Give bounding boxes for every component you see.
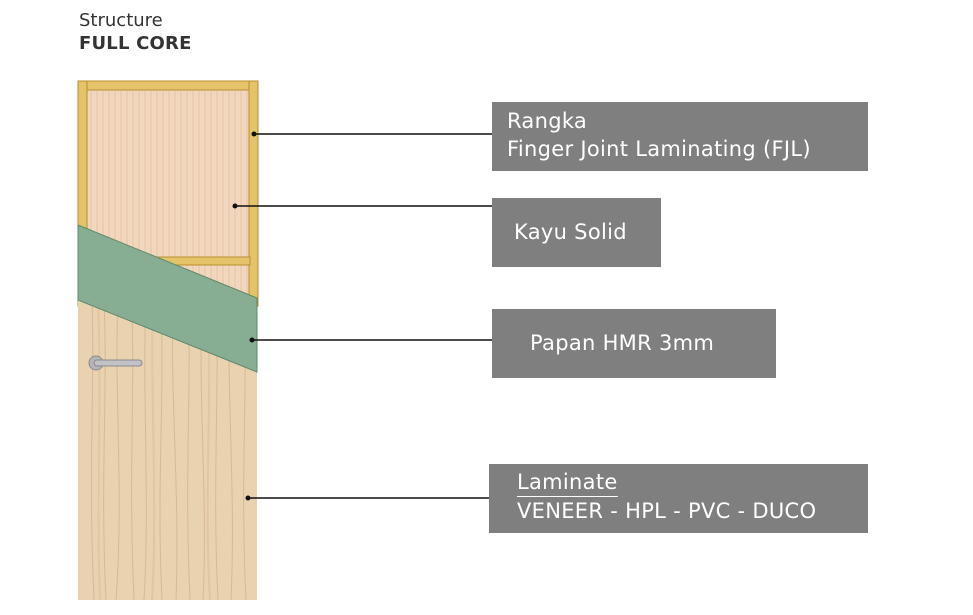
leader-dots — [232, 131, 257, 501]
label-papan-hmr: Papan HMR 3mm — [492, 309, 776, 378]
label-laminate: Laminate VENEER - HPL - PVC - DUCO — [489, 464, 868, 533]
label-laminate-title: Laminate — [517, 468, 618, 497]
label-laminate-options: VENEER - HPL - PVC - DUCO — [517, 499, 817, 523]
heading-title: FULL CORE — [79, 33, 192, 54]
label-kayu-solid-text: Kayu Solid — [514, 220, 627, 244]
label-kayu-solid: Kayu Solid — [492, 198, 661, 267]
label-rangka-title: Rangka — [507, 109, 588, 133]
label-rangka: Rangka Finger Joint Laminating (FJL) — [492, 102, 868, 171]
hmr-board — [77, 224, 258, 373]
leader-lines — [235, 133, 492, 499]
label-papan-hmr-text: Papan HMR 3mm — [530, 331, 715, 355]
heading-subtitle: Structure — [79, 10, 163, 31]
diagram-heading: Structure FULL CORE — [79, 10, 192, 56]
door-handle-icon — [88, 355, 143, 371]
label-rangka-detail: Finger Joint Laminating (FJL) — [507, 137, 811, 161]
